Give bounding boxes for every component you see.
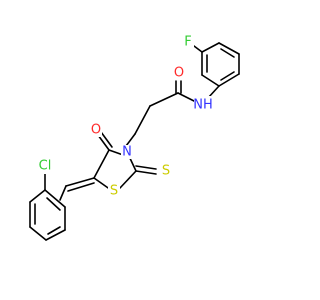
atom-label-layer: F NH O N O S [36, 35, 213, 199]
ring-sulfur-atom: S [108, 184, 120, 199]
amide-nitrogen-atom: NH [193, 96, 213, 114]
ring-nitrogen-atom: N [121, 145, 133, 160]
chlorine-label: Cl [39, 159, 52, 174]
ring-oxygen-label: O [91, 123, 101, 138]
amide-oxygen-label: O [174, 66, 184, 81]
thione-sulfur-label: S [162, 164, 170, 179]
fluorine-label: F [184, 35, 191, 50]
ring-sulfur-label: S [110, 184, 118, 199]
chlorine-atom: Cl [36, 158, 54, 174]
ring-nitrogen-label: N [122, 145, 132, 160]
amide-nitrogen-label: NH [193, 98, 213, 113]
ring-oxygen-atom: O [90, 123, 102, 138]
fluorine-atom: F [182, 35, 194, 50]
molecule-structure: F NH O N O S [29, 35, 240, 241]
amide-oxygen-atom: O [173, 66, 185, 81]
thione-sulfur-atom: S [160, 164, 172, 179]
molecule-canvas: F NH O N O S [29, 34, 240, 241]
bond-layer [29, 42, 240, 241]
